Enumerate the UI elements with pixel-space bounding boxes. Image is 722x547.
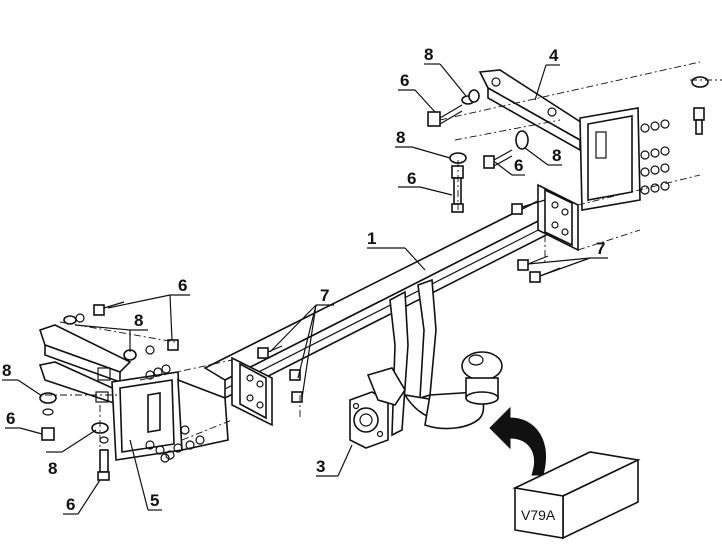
- product-code-label: V79A: [521, 507, 556, 523]
- tow-ball: [461, 351, 503, 405]
- callout-8-left-bottom: 8: [48, 459, 57, 478]
- electrical-socket-part-3: [349, 367, 406, 449]
- right-bracket-part-4: [478, 69, 641, 211]
- callout-8-right: 8: [552, 146, 561, 165]
- callout-8-left-top: 8: [134, 311, 143, 330]
- callout-5: 5: [150, 491, 159, 510]
- crossbar-part-1: [203, 199, 562, 400]
- callout-labels: 1 3 4 5 6 6 6 6 6 6 7 7 8 8 8 8 8 8: [2, 45, 605, 514]
- left-bracket-part-5: [38, 324, 229, 461]
- callout-6-left-bottom: 6: [66, 495, 75, 514]
- callout-6-right: 6: [514, 156, 523, 175]
- callout-1: 1: [367, 229, 376, 248]
- callout-6-left-mid: 6: [6, 409, 15, 428]
- arrow-icon: [489, 406, 546, 476]
- leader-lines: [2, 63, 608, 515]
- callout-7-left: 7: [320, 286, 329, 305]
- callout-8-top: 8: [424, 45, 433, 64]
- left-end-plate: [231, 356, 273, 427]
- callout-8-mid: 8: [396, 128, 405, 147]
- right-end-plate: [537, 183, 579, 252]
- callout-6-mid: 6: [407, 169, 416, 188]
- callout-8-left-mid: 8: [2, 361, 11, 380]
- callout-6-left-top: 6: [178, 276, 187, 295]
- callout-4: 4: [549, 46, 559, 65]
- callout-3: 3: [316, 457, 325, 476]
- callout-7-right: 7: [596, 239, 605, 258]
- fasteners: [39, 76, 709, 481]
- callout-6-top: 6: [400, 71, 409, 90]
- product-box: V79A: [512, 451, 641, 540]
